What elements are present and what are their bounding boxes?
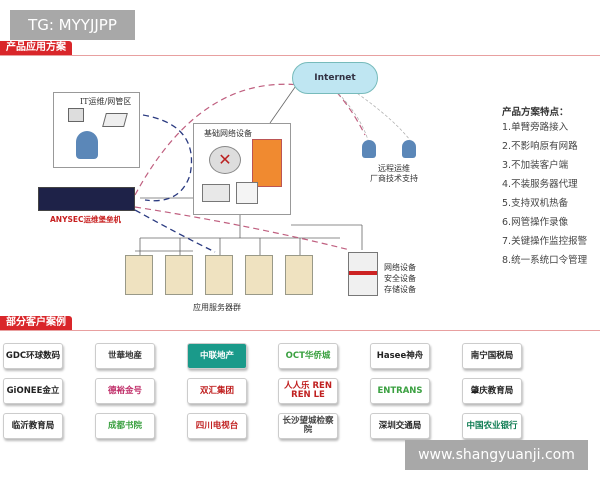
internet-label: Internet [314,73,356,83]
customer-logo: 深圳交通局 [370,413,430,439]
remote-user-icon [362,140,376,158]
server-icon [125,255,153,295]
customer-logo: 中国农业银行 [462,413,522,439]
feature-item: 7.关键操作监控报警 [502,236,588,247]
network-devices-label: 基础网络设备 [204,129,252,138]
feature-item: 4.不装服务器代理 [502,179,578,190]
customer-logo: 人人乐 REN REN LE [278,378,338,404]
storage-icon [348,252,378,296]
firewall-icon [252,139,282,187]
vendor-user-icon [402,140,416,158]
customer-logo: 临沂教育局 [3,413,63,439]
section-title-customers: 部分客户案例 [0,316,72,330]
section-title-solution: 产品应用方案 [0,41,72,55]
storage-label: 网络设备安全设备存储设备 [384,262,416,295]
server-icon [285,255,313,295]
server-group-label: 应用服务器群 [193,303,241,312]
customer-logo: Hasee神舟 [370,343,430,369]
customer-logo: 双汇集团 [187,378,247,404]
server-icon [165,255,193,295]
user-icon [76,131,98,159]
customer-logo: 成都书院 [95,413,155,439]
customer-logo: GDC环球数码 [3,343,63,369]
network-devices-box: 基础网络设备 ✕ [193,123,291,215]
feature-item: 6.网管操作录像 [502,217,569,228]
router-icon: ✕ [209,146,241,174]
customer-logo: OCT华侨城 [278,343,338,369]
divider [0,55,600,56]
customer-logo: 中联地产 [187,343,247,369]
customer-logo: 肇庆教育局 [462,378,522,404]
server-icon [205,255,233,295]
remote-support-label: 远程运维厂商技术支持 [368,164,420,184]
feature-item: 3.不加装客户端 [502,160,569,171]
watermark-top: TG: MYYJJPP [10,10,135,40]
switch-icon [202,184,230,202]
customer-logo: 德裕金号 [95,378,155,404]
laptop-icon [102,113,128,127]
storage-line1: 网络设备 [384,263,416,272]
customer-logo: ENTRANS [370,378,430,404]
features-title: 产品方案特点： [502,107,569,118]
features-list: 1.单臂旁路接入 2.不影响原有网路 3.不加装客户端 4.不装服务器代理 5.… [502,118,587,270]
customer-logo: GiONEE金立 [3,378,63,404]
appliance-icon [38,187,135,211]
feature-item: 5.支持双机热备 [502,198,569,209]
feature-item: 2.不影响原有网路 [502,141,578,152]
it-zone-label: IT运维/网管区 [80,97,132,106]
remote-line2: 厂商技术支持 [370,174,418,183]
computer-icon [68,108,84,122]
feature-item: 1.单臂旁路接入 [502,122,569,133]
hub-icon [236,182,258,204]
feature-item: 8.统一系统口令管理 [502,255,588,266]
watermark-bottom: www.shangyuanji.com [405,440,588,470]
customer-logo: 世華地産 [95,343,155,369]
it-zone-box: IT运维/网管区 [53,92,140,168]
customer-logo: 四川电视台 [187,413,247,439]
storage-line2: 安全设备 [384,274,416,283]
remote-line1: 远程运维 [378,164,410,173]
divider [0,330,600,331]
customer-logo: 南宁国税局 [462,343,522,369]
customer-logo: 长沙望城检察院 [278,413,338,439]
internet-cloud: Internet [292,62,378,94]
storage-line3: 存储设备 [384,285,416,294]
appliance-label: ANYSEC运维堡垒机 [50,215,122,224]
server-icon [245,255,273,295]
